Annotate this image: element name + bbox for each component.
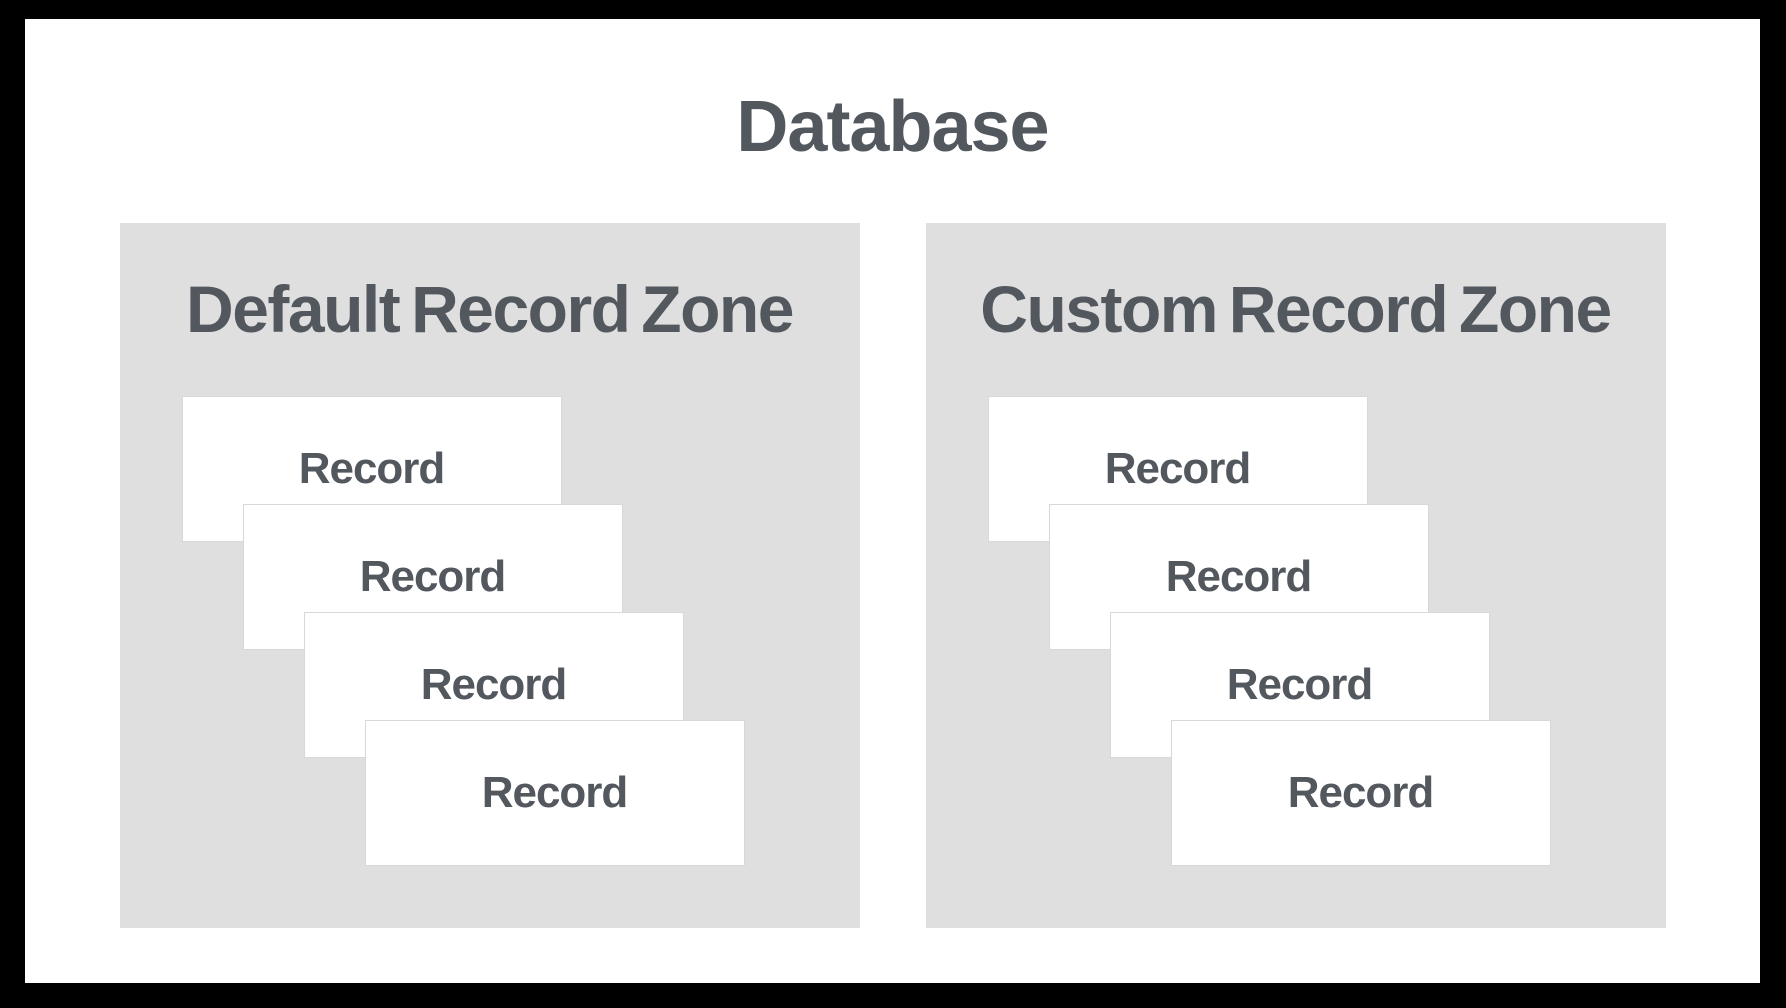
record-card: Record bbox=[1170, 720, 1551, 866]
slide-canvas: Database Default Record Zone Record Reco… bbox=[25, 19, 1760, 983]
zone-default-record: Default Record Zone Record Record Record… bbox=[119, 223, 860, 928]
zone-title-custom: Custom Record Zone bbox=[980, 272, 1612, 346]
slide-title: Database bbox=[736, 87, 1049, 167]
record-card: Record bbox=[364, 720, 745, 866]
zone-custom-record: Custom Record Zone Record Record Record … bbox=[925, 223, 1666, 928]
zone-title-default: Default Record Zone bbox=[186, 272, 794, 346]
zones-row: Default Record Zone Record Record Record… bbox=[25, 223, 1760, 928]
